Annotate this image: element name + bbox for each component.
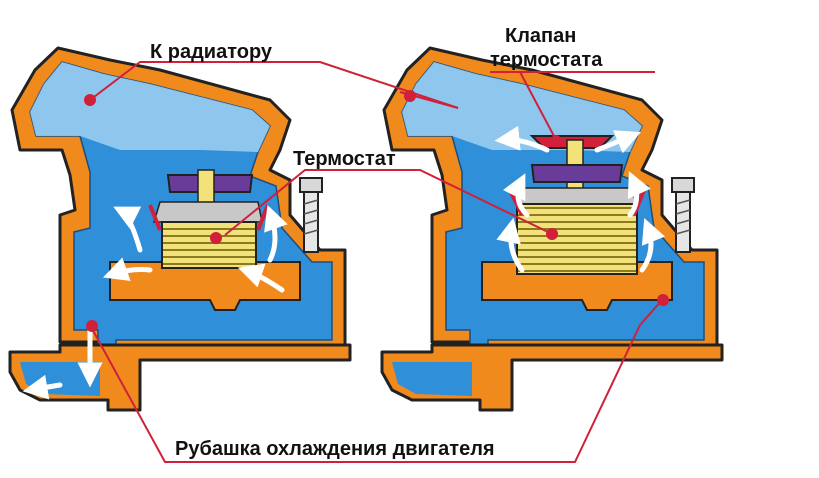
label-thermostat: Термостат bbox=[293, 148, 396, 170]
housing-closed bbox=[8, 46, 352, 412]
flow-arrow-icon bbox=[494, 125, 666, 273]
leader-lines bbox=[89, 61, 663, 463]
label-valve-line1: Клапан bbox=[505, 25, 576, 47]
flow-arrow-icon bbox=[22, 204, 288, 400]
label-engine-jacket: Рубашка охлаждения двигателя bbox=[175, 438, 495, 460]
label-valve-line2: термостата bbox=[490, 49, 603, 71]
label-to-radiator: К радиатору bbox=[150, 41, 273, 63]
housing-open bbox=[380, 46, 724, 412]
pointer-dot-icon bbox=[84, 90, 669, 332]
